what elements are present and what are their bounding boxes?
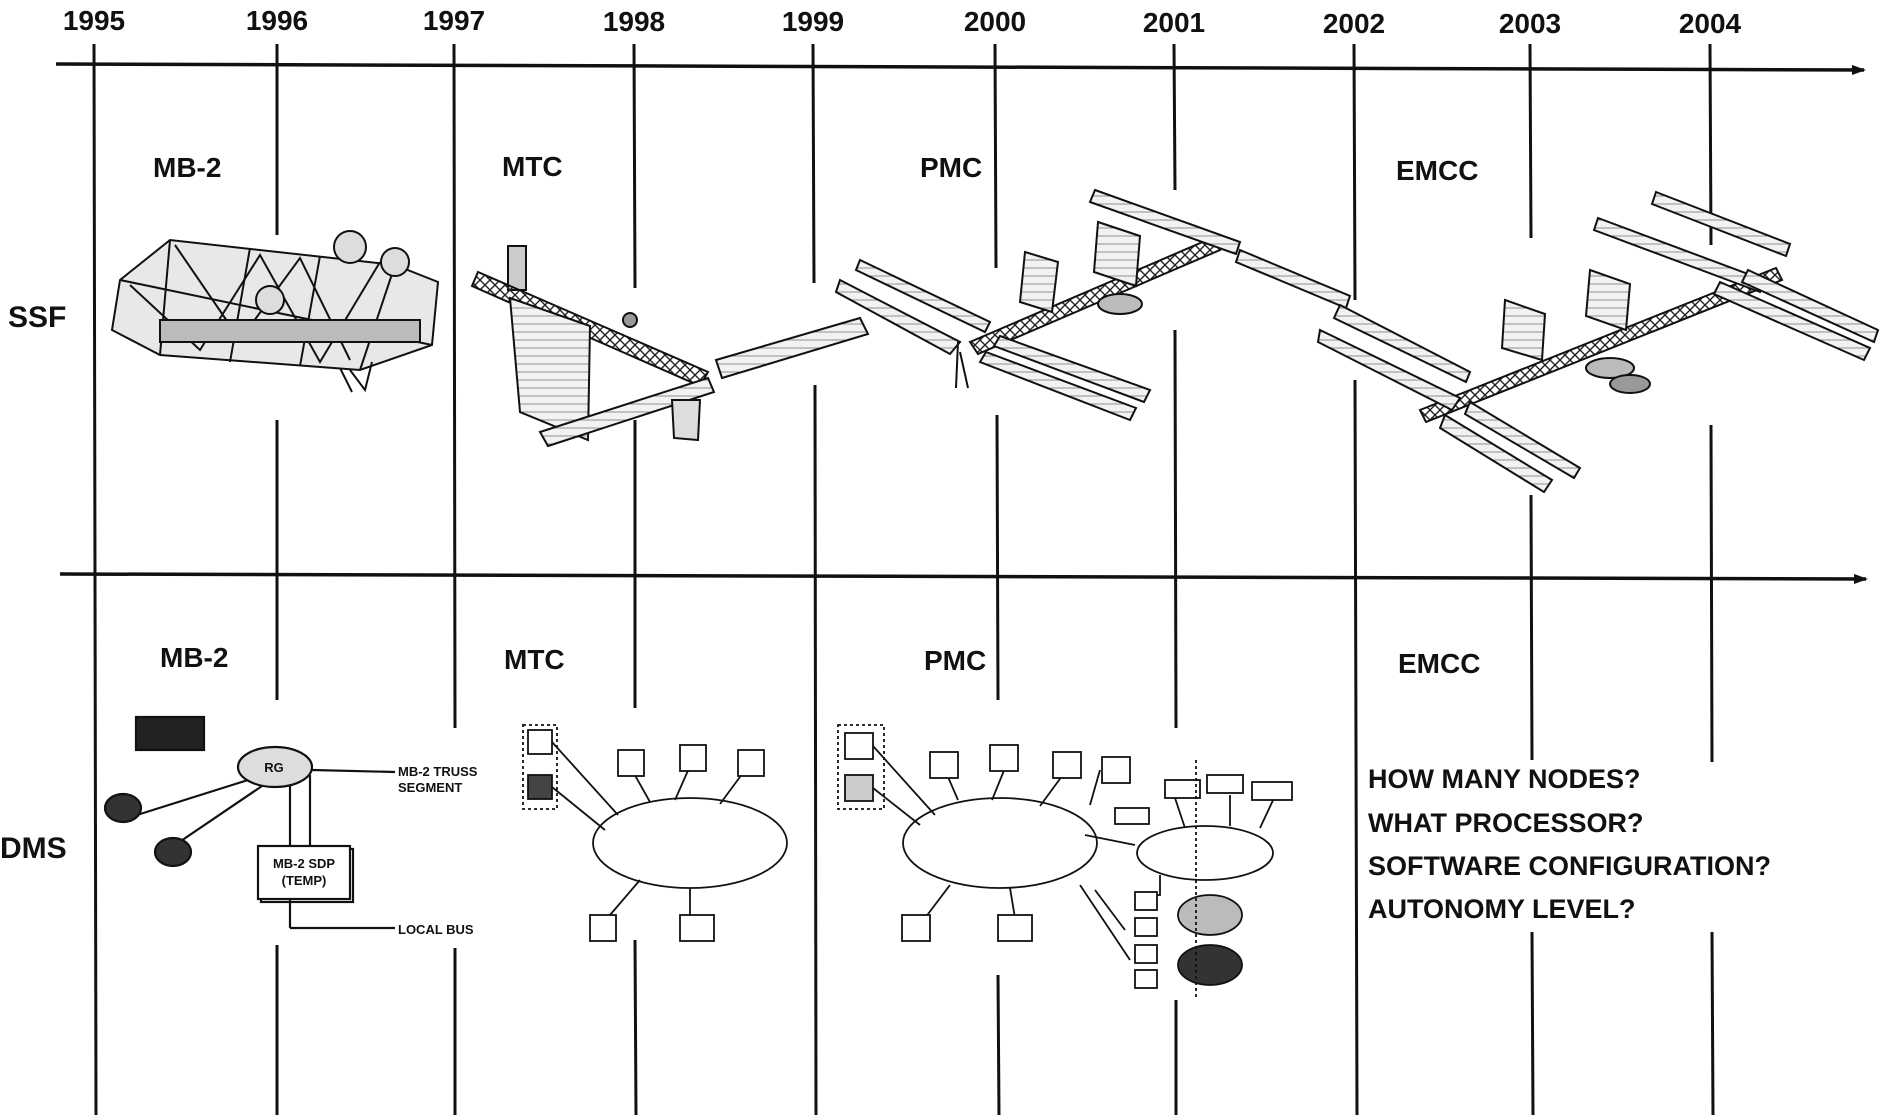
- dms-phase-pmc: PMC: [924, 645, 986, 676]
- dms-timeline-arrow: [60, 574, 1866, 579]
- year-label-2000: 2000: [964, 6, 1026, 37]
- row-label-ssf: SSF: [8, 301, 66, 334]
- gridline-2003c: [1532, 932, 1533, 1115]
- year-label-2003: 2003: [1499, 8, 1561, 39]
- year-label-2002: 2002: [1323, 8, 1385, 39]
- gridline-1999b: [815, 385, 816, 1115]
- dms-phase-mtc: MTC: [504, 644, 565, 675]
- gridline-2003b: [1531, 495, 1532, 760]
- year-label-1999: 1999: [782, 6, 844, 37]
- question-1: HOW MANY NODES?: [1368, 764, 1641, 794]
- ssf-phase-mb2: MB-2: [153, 152, 221, 183]
- gridline-2004c: [1712, 932, 1713, 1115]
- gridline-2001: [1174, 44, 1175, 190]
- gridline-1999: [813, 44, 814, 283]
- mb2-sdp-label-2: (TEMP): [282, 873, 327, 888]
- year-labels: 1995 1996 1997 1998 1999 2000 2001 2002 …: [63, 5, 1742, 39]
- question-4: AUTONOMY LEVEL?: [1368, 894, 1636, 924]
- gridline-2002b: [1355, 380, 1357, 1115]
- mb2-sdp-label-1: MB-2 SDP: [273, 856, 335, 871]
- gridline-1995: [94, 44, 96, 1115]
- year-label-1995: 1995: [63, 5, 125, 36]
- question-2: WHAT PROCESSOR?: [1368, 808, 1644, 838]
- gridline-2002: [1354, 44, 1355, 300]
- year-label-1996: 1996: [246, 5, 308, 36]
- pmc-network-diagram: [838, 725, 1292, 1000]
- pmc-station-illustration: [836, 190, 1350, 420]
- year-label-1997: 1997: [423, 5, 485, 36]
- gridline-2000b: [997, 415, 998, 700]
- mb2-hub-label: RG: [264, 760, 284, 775]
- mb2-truss-label-2: SEGMENT: [398, 780, 462, 795]
- mb2-network-diagram: [105, 717, 395, 928]
- mb2-truss-illustration: [112, 231, 438, 392]
- gridline-2000c: [998, 975, 999, 1115]
- question-3: SOFTWARE CONFIGURATION?: [1368, 851, 1771, 881]
- gridline-2004b: [1711, 425, 1712, 762]
- gridline-2001b: [1175, 330, 1176, 728]
- year-label-1998: 1998: [603, 6, 665, 37]
- mb2-truss-label-1: MB-2 TRUSS: [398, 764, 478, 779]
- year-label-2001: 2001: [1143, 7, 1205, 38]
- dms-phase-emcc: EMCC: [1398, 648, 1480, 679]
- row-label-dms: DMS: [0, 832, 67, 865]
- gridline-2003: [1530, 44, 1531, 238]
- gridline-1997: [454, 44, 455, 728]
- ssf-phase-mtc: MTC: [502, 151, 563, 182]
- dms-phase-mb2: MB-2: [160, 642, 228, 673]
- mb2-black-module: [136, 717, 204, 750]
- gridline-2000: [995, 44, 996, 268]
- mtc-station-illustration: [472, 246, 868, 446]
- ssf-phase-pmc: PMC: [920, 152, 982, 183]
- gridline-1998: [634, 44, 635, 288]
- emcc-station-illustration: [1318, 192, 1878, 492]
- emcc-questions: HOW MANY NODES? WHAT PROCESSOR? SOFTWARE…: [1368, 764, 1771, 924]
- year-label-2004: 2004: [1679, 8, 1742, 39]
- ssf-phase-emcc: EMCC: [1396, 155, 1478, 186]
- mb2-local-bus-label: LOCAL BUS: [398, 922, 474, 937]
- gridline-1998c: [635, 940, 636, 1115]
- ssf-timeline-arrow: [56, 64, 1864, 70]
- mtc-network-diagram: [523, 725, 787, 941]
